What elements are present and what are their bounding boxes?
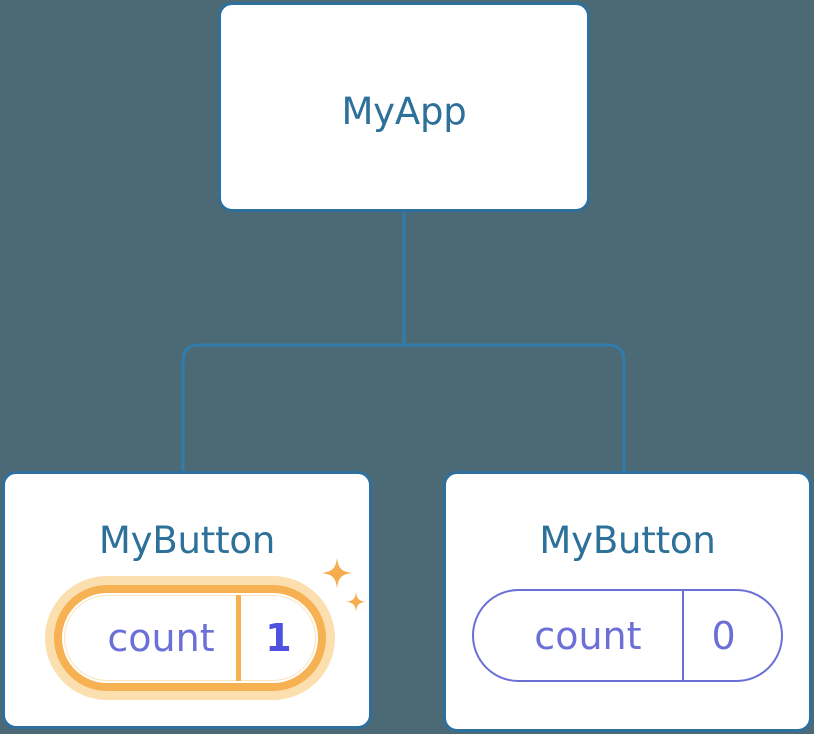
prop-pill-plain[interactable]: count 0 [472, 589, 783, 682]
node-title-mybutton-right: MyButton [539, 519, 716, 562]
node-card-myapp[interactable]: MyApp [218, 2, 590, 212]
prop-value-count: 1 [236, 595, 316, 681]
connector-branch-right [404, 343, 626, 474]
prop-pill-inner-line [64, 595, 316, 681]
prop-key-count: count [534, 613, 642, 658]
node-title-mybutton-left: MyButton [98, 519, 276, 562]
node-card-mybutton-right[interactable]: MyButton count 0 [443, 471, 812, 732]
prop-pill-content: count 1 [64, 595, 316, 681]
prop-value-count: 0 [681, 591, 781, 680]
prop-pill-highlighted[interactable]: count 1 [45, 576, 335, 700]
prop-key-count: count [107, 616, 215, 660]
node-card-mybutton-left[interactable]: MyButton count 1 [2, 471, 372, 729]
prop-pill-wrap-right: count 0 [446, 589, 809, 682]
node-title-myapp: MyApp [341, 90, 467, 133]
prop-pill-glow-outer [45, 576, 335, 700]
connector-branch-left [181, 343, 404, 474]
